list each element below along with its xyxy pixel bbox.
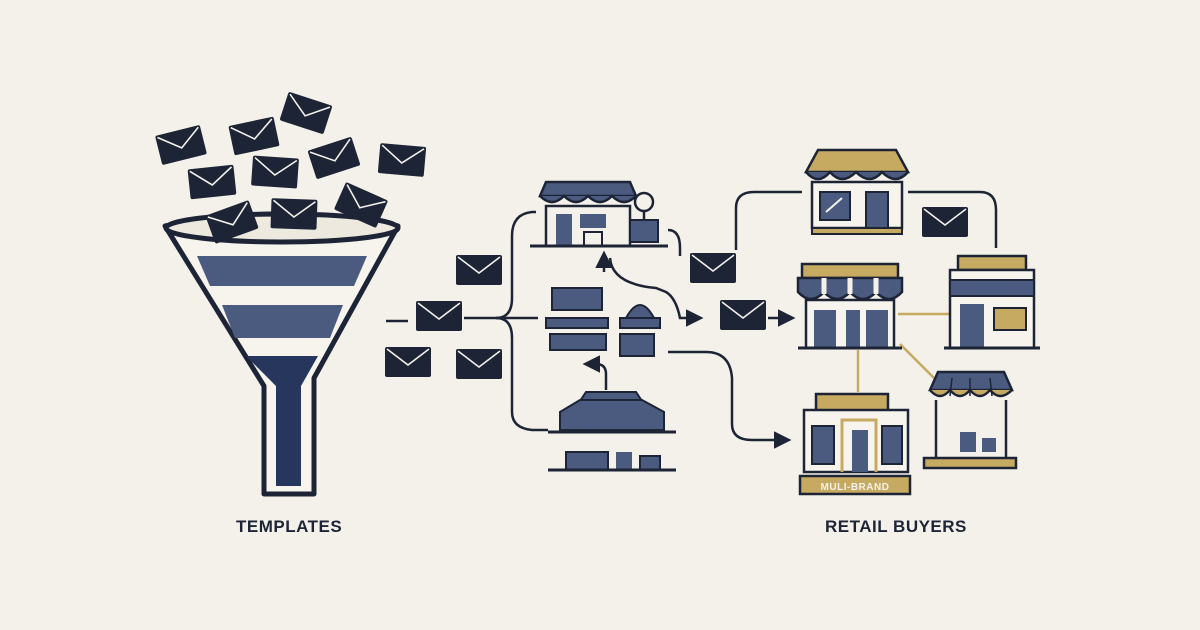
- storefront-icon: MULI-BRAND: [798, 392, 912, 496]
- templates-label: TEMPLATES: [236, 517, 343, 536]
- store-sign-text: MULI-BRAND: [821, 482, 890, 493]
- storefront-icon: [922, 370, 1018, 470]
- outgoing-emails: [384, 206, 969, 380]
- envelope-icon: [306, 135, 362, 181]
- envelope-icon: [227, 115, 281, 157]
- retail-buyers-label: RETAIL BUYERS: [825, 517, 967, 536]
- storefront-icon: [803, 148, 911, 235]
- envelope-icon: [250, 154, 300, 190]
- funnel-stem-fill: [246, 356, 318, 486]
- storefront-icon: [530, 180, 668, 248]
- storefront-icon: [944, 254, 1040, 350]
- envelope-icon: [376, 142, 428, 178]
- storefront-icon: [545, 287, 661, 357]
- funnel-icon: [162, 211, 401, 497]
- envelope-icon: [921, 206, 969, 238]
- envelope-icon: [455, 348, 503, 380]
- funnel-band-top: [197, 256, 367, 286]
- envelope-icon: [689, 252, 737, 284]
- funnel-band-middle: [222, 305, 343, 338]
- storefront-icon: [548, 391, 676, 472]
- envelope-icon: [455, 254, 503, 286]
- store-sign: [798, 474, 912, 496]
- envelope-icon: [384, 346, 432, 378]
- storefront-icon: [796, 262, 904, 350]
- envelope-icon: [186, 163, 238, 201]
- connector-lines: [464, 190, 998, 449]
- envelope-icon: [415, 300, 463, 332]
- retail-connectors: [856, 312, 950, 392]
- envelope-icon: [154, 124, 208, 166]
- envelope-icon: [719, 299, 767, 331]
- envelope-icon: [269, 197, 319, 231]
- envelope-icon: [278, 90, 334, 136]
